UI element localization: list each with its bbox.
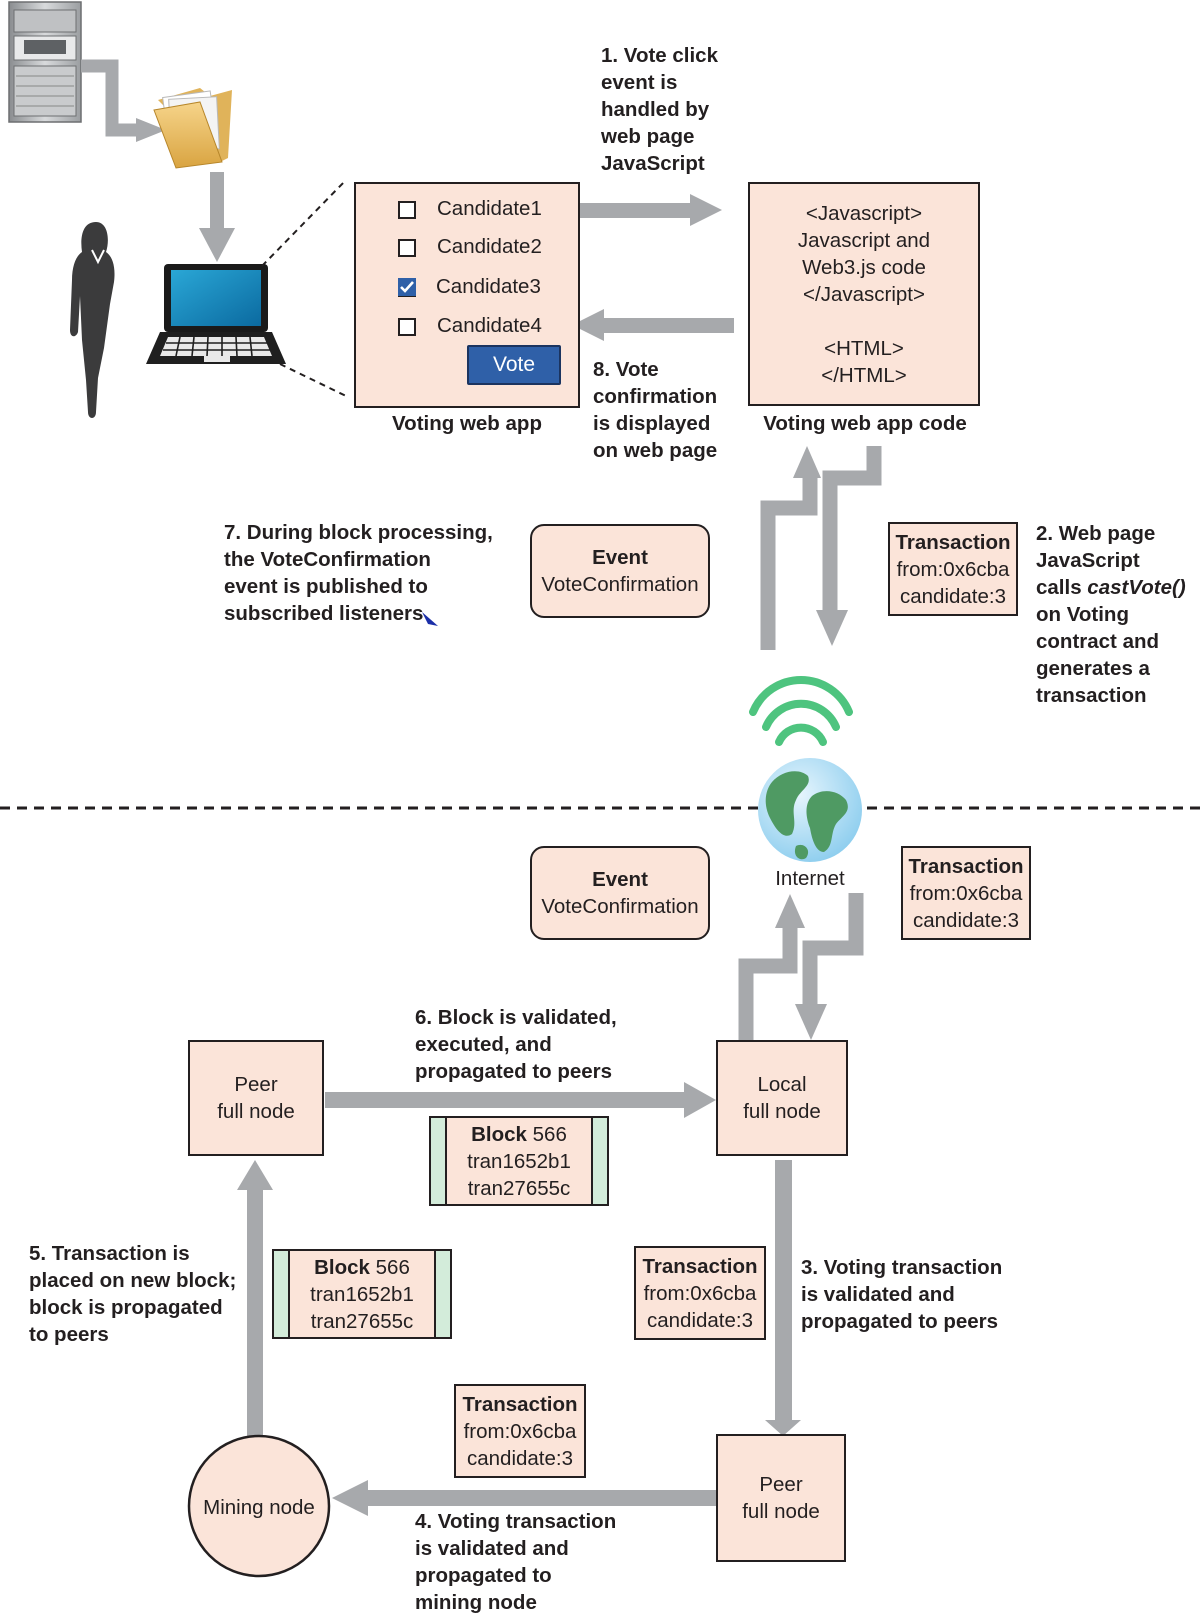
step-3-label: 3. Voting transaction is validated and p…: [801, 1256, 1003, 1333]
peer-full-node: Peer full node: [716, 1434, 846, 1562]
event-box: Event VoteConfirmation: [530, 524, 710, 618]
globe-icon: [758, 758, 862, 862]
step-4-label: 4. Voting transaction is validated and p…: [415, 1510, 617, 1614]
code-line: </HTML>: [821, 363, 907, 387]
server-icon: [8, 1, 82, 123]
code-line: Web3.js code: [802, 255, 926, 279]
voting-web-app-label: Voting web app: [392, 412, 542, 435]
transaction-box: Transaction from:0x6cba candidate:3: [454, 1384, 586, 1478]
local-full-node: Local full node: [716, 1040, 848, 1156]
transaction-box: Transaction from:0x6cba candidate:3: [901, 846, 1031, 940]
block-box: Block 566 tran1652b1 tran27655c: [429, 1116, 609, 1206]
peer-full-node: Peer full node: [188, 1040, 324, 1156]
candidate-label: Candidate4: [437, 314, 542, 337]
event-box: Event VoteConfirmation: [530, 846, 710, 940]
checkbox-icon[interactable]: [398, 318, 416, 336]
code-line: </Javascript>: [803, 282, 925, 306]
step-1-label: 1. Vote click event is handled by web pa…: [601, 44, 718, 175]
step-6-label: 6. Block is validated, executed, and pro…: [415, 1006, 617, 1083]
candidate-label: Candidate1: [437, 197, 542, 220]
step-2-label: 2. Web page JavaScript calls castVote() …: [1036, 522, 1186, 707]
code-line: Javascript and: [797, 228, 931, 252]
voting-web-app-code-panel: <Javascript> Javascript and Web3.js code…: [748, 182, 980, 406]
wifi-icon: [749, 676, 853, 746]
mining-node-label: Mining node: [203, 1496, 315, 1519]
code-line: <Javascript>: [805, 201, 923, 225]
step-5-label: 5. Transaction is placed on new block; b…: [29, 1242, 237, 1346]
folder-icon: [153, 88, 232, 169]
candidate-label: Candidate2: [437, 235, 542, 258]
block-box: Block 566 tran1652b1 tran27655c: [272, 1249, 452, 1339]
mining-node-circle: [187, 1434, 331, 1578]
step-7-label: 7. During block processing, the VoteConf…: [224, 521, 493, 625]
internet-label: Internet: [775, 867, 845, 890]
vote-button[interactable]: Vote: [467, 345, 561, 385]
laptop-icon: [146, 264, 286, 364]
checkbox-icon[interactable]: [398, 201, 416, 219]
checkmark-icon: [398, 278, 416, 296]
transaction-box: Transaction from:0x6cba candidate:3: [888, 522, 1018, 616]
step-8-label: 8. Vote confirmation is displayed on web…: [593, 358, 718, 462]
transaction-box: Transaction from:0x6cba candidate:3: [634, 1246, 766, 1340]
candidate-label: Candidate3: [436, 275, 541, 298]
checkbox-icon[interactable]: [398, 278, 416, 297]
voting-web-app-code-label: Voting web app code: [763, 412, 967, 435]
cursor-mark: [422, 612, 438, 626]
code-line: <HTML>: [824, 336, 904, 360]
server-folder-arrow: [81, 59, 136, 137]
person-silhouette-icon: [70, 222, 115, 418]
checkbox-icon[interactable]: [398, 239, 416, 257]
